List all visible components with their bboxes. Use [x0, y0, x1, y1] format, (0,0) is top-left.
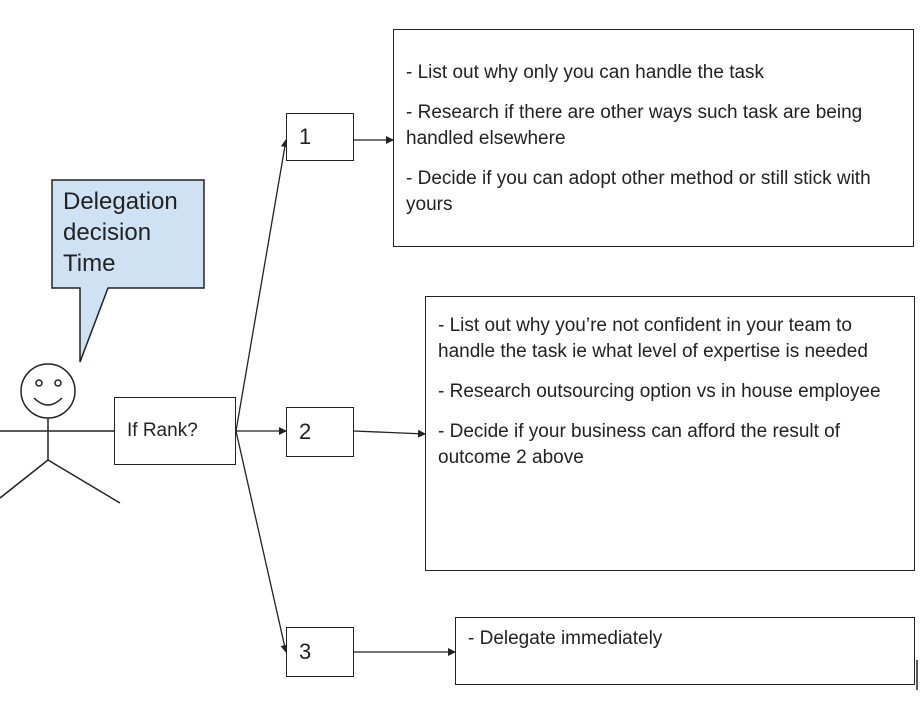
branch-1-box: 1	[286, 113, 354, 161]
outcome-1-box: - List out why only you can handle the t…	[393, 29, 914, 247]
speech-bubble-text: Delegation decision Time	[63, 186, 178, 279]
outcome-2-item: - List out why you’re not confident in y…	[438, 315, 868, 362]
speech-bubble	[51, 179, 205, 363]
outcome-1-item: - Decide if you can adopt other method o…	[406, 168, 871, 215]
branch-3-number: 3	[299, 639, 312, 664]
outcome-1-item: - Research if there are other ways such …	[406, 102, 863, 149]
outcome-3-item: - Delegate immediately	[468, 628, 663, 649]
outcome-1-item: - List out why only you can handle the t…	[406, 62, 765, 83]
branch-2-number: 2	[299, 419, 312, 444]
stick-figure-head	[20, 363, 76, 419]
outcome-2-box: - List out why you’re not confident in y…	[425, 296, 915, 571]
speech-bubble-line: Time	[63, 250, 116, 277]
arrow-to-branch-1	[235, 139, 289, 432]
branch-2-box: 2	[286, 407, 354, 457]
outcome-3-box: - Delegate immediately	[455, 617, 915, 685]
speech-bubble-line: decision	[63, 219, 152, 246]
outcome-2-item: - Decide if your business can afford the…	[438, 421, 841, 468]
decision-box: If Rank?	[114, 397, 236, 465]
outcome-2-item: - Research outsourcing option vs in hous…	[438, 381, 881, 402]
branch-1-number: 1	[299, 124, 312, 149]
stick-figure	[0, 363, 121, 504]
speech-bubble-line: Delegation	[63, 188, 178, 215]
arrow-to-outcome-2	[353, 429, 426, 438]
arrow-to-branch-3	[235, 430, 289, 653]
branch-3-box: 3	[286, 627, 354, 677]
decision-label: If Rank?	[127, 420, 198, 441]
